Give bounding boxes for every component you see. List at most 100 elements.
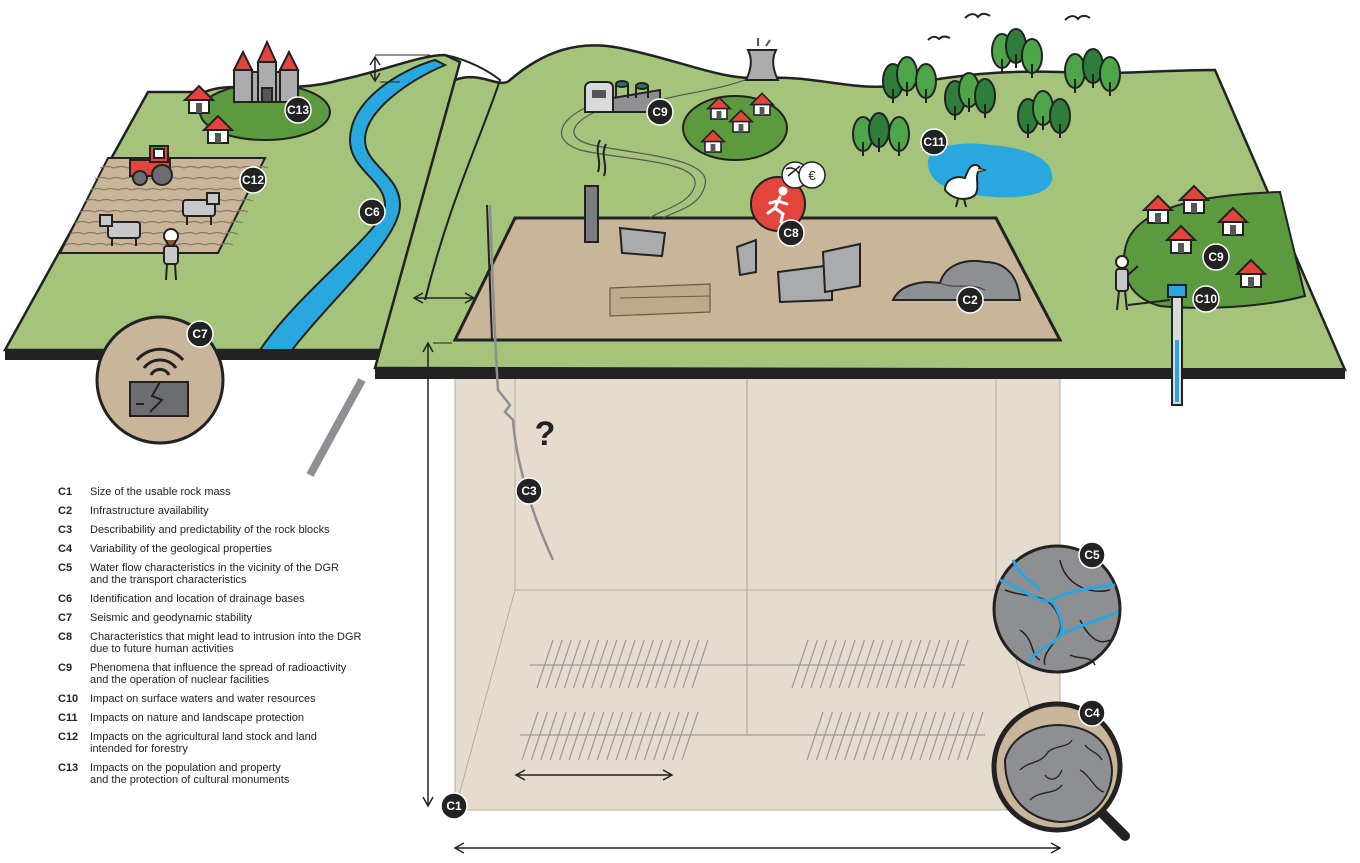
cow-icon xyxy=(99,214,141,246)
badge-label: C13 xyxy=(287,103,309,117)
gallery xyxy=(549,711,567,761)
tree-icon xyxy=(1082,48,1104,88)
gallery xyxy=(582,639,600,689)
legend-description-line: Impacts on nature and landscape protecti… xyxy=(90,712,305,724)
fault-line xyxy=(488,204,555,561)
gallery xyxy=(691,639,709,689)
village-top-houses xyxy=(699,92,776,153)
gallery xyxy=(829,639,847,689)
legend-description-line: Characteristics that might lead to intru… xyxy=(90,631,362,643)
legend-description-line: due to future human activities xyxy=(90,643,234,655)
repository-surface-block xyxy=(452,216,1063,342)
gallery xyxy=(624,711,643,761)
underground-rock-mass xyxy=(454,218,1061,811)
legend-description-line: Identification and location of drainage … xyxy=(90,593,305,605)
legend-description-line: Phenomena that influence the spread of r… xyxy=(90,662,347,674)
tree-icon xyxy=(991,33,1013,73)
house-icon xyxy=(201,114,235,144)
badge-c9a: C9 xyxy=(646,98,674,126)
gallery xyxy=(572,639,591,689)
legend-code: C5 xyxy=(58,562,73,574)
gallery xyxy=(682,639,700,689)
legend-description-line: Water flow characteristics in the vicini… xyxy=(90,562,340,574)
fault-line-top xyxy=(486,204,493,341)
tree-icon xyxy=(974,78,996,118)
birds xyxy=(927,12,1091,41)
badge-label: C9 xyxy=(1208,250,1224,264)
legend-code: C12 xyxy=(58,731,79,743)
gallery xyxy=(844,711,862,761)
disposal-galleries-lower-right xyxy=(806,711,984,761)
gallery xyxy=(554,639,572,689)
gallery xyxy=(819,639,837,689)
smoke-squiggle xyxy=(596,139,607,177)
legend-code: C9 xyxy=(58,662,73,674)
tree-icon xyxy=(888,116,910,156)
rock-pile xyxy=(891,260,1022,301)
gallery xyxy=(847,639,866,689)
gallery xyxy=(806,711,824,761)
surface-facilities xyxy=(584,185,861,317)
disposal-galleries-upper-left xyxy=(536,639,709,689)
village-right-houses xyxy=(1141,184,1268,288)
badge-c13: C13 xyxy=(284,96,312,124)
house-icon xyxy=(1234,258,1268,288)
badge-c10: C10 xyxy=(1192,285,1220,313)
legend-description-line: Impacts on the population and property xyxy=(90,762,281,774)
gallery xyxy=(600,639,618,689)
gallery xyxy=(919,711,937,761)
house-icon xyxy=(1177,184,1211,214)
house-icon xyxy=(705,96,733,120)
cow-icon xyxy=(182,192,220,225)
legend-description: Characteristics that might lead to intru… xyxy=(90,631,388,655)
badge-c7: C7 xyxy=(186,320,214,348)
badge-label: C11 xyxy=(923,135,945,149)
house-icon xyxy=(1141,194,1175,224)
house-icon xyxy=(748,92,776,116)
legend-code: C1 xyxy=(58,486,73,498)
badge-label: C4 xyxy=(1084,706,1100,720)
legend-description-line: Size of the usable rock mass xyxy=(90,486,231,498)
legend-description-line: intended for forestry xyxy=(90,743,188,755)
gallery xyxy=(951,639,969,689)
badge-c5: C5 xyxy=(1078,541,1106,569)
legend-description: Identification and location of drainage … xyxy=(90,593,388,605)
gallery xyxy=(834,711,852,761)
legend-description: Infrastructure availability xyxy=(90,505,388,517)
magnifier-inset xyxy=(991,701,1130,841)
gallery xyxy=(885,639,903,689)
tree-icon xyxy=(1099,56,1121,96)
badge-label: C7 xyxy=(192,327,208,341)
legend-description-line: and the transport characteristics xyxy=(90,574,247,586)
gallery xyxy=(634,711,652,761)
badge-c3: C3 xyxy=(515,477,543,505)
legend-item-c13: C13 Impacts on the population and propert… xyxy=(58,762,388,786)
gallery xyxy=(909,711,928,761)
tree-icon xyxy=(1049,98,1071,138)
goose-icon xyxy=(943,163,987,208)
badge-c8: C8 xyxy=(777,219,805,247)
gallery xyxy=(938,711,956,761)
gallery xyxy=(618,639,636,689)
legend-code: C4 xyxy=(58,543,73,555)
gallery xyxy=(587,711,605,761)
legend-code: C13 xyxy=(58,762,79,774)
disposal-galleries-upper-right xyxy=(791,639,969,689)
badge-label: C12 xyxy=(242,173,264,187)
water-flow-inset xyxy=(992,544,1122,674)
furrow xyxy=(94,176,264,180)
farmer-icon xyxy=(163,228,179,281)
gallery xyxy=(838,639,856,689)
gallery xyxy=(536,639,554,689)
badge-c9b: C9 xyxy=(1202,243,1230,271)
river xyxy=(258,58,448,351)
legend-code: C3 xyxy=(58,524,73,536)
